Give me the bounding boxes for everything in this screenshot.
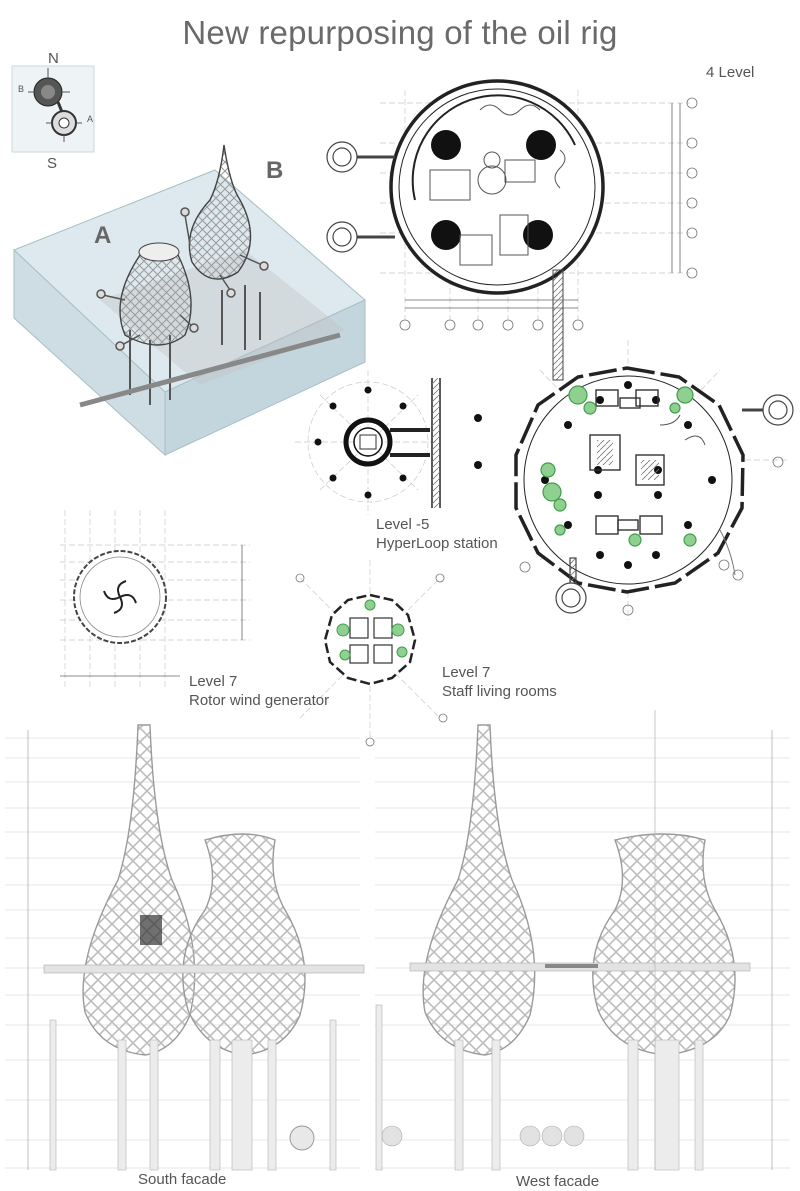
hyperloop-level-label: Level -5 [376,516,430,533]
compass-east-label: A [87,114,94,124]
hyperloop-plan [295,370,482,515]
tower-b-label: B [266,157,284,184]
tower-a-label: A [94,222,112,249]
upper-level-plan [514,340,794,620]
south-facade-label: South facade [138,1171,227,1188]
staff-level-label: Level 7 [442,664,491,681]
compass-west-label: B [18,84,25,94]
rotor-name-label: Rotor wind generator [189,692,330,709]
elevation-drawings [5,710,790,1171]
west-facade-label: West facade [516,1173,600,1190]
compass-north-label: N [48,50,59,67]
staff-name-label: Staff living rooms [442,683,557,700]
level4-label: 4 Level [706,64,755,81]
compass-south-label: S [47,155,58,172]
level4-plan [326,79,698,381]
page-title: New repurposing of the oil rig [182,14,618,51]
axonometric-model [13,144,366,457]
rotor-plan [60,510,250,690]
rotor-level-label: Level 7 [189,673,238,690]
hyperloop-name-label: HyperLoop station [376,535,498,552]
compass-key-plan [11,65,95,153]
staff-plan [295,560,448,747]
